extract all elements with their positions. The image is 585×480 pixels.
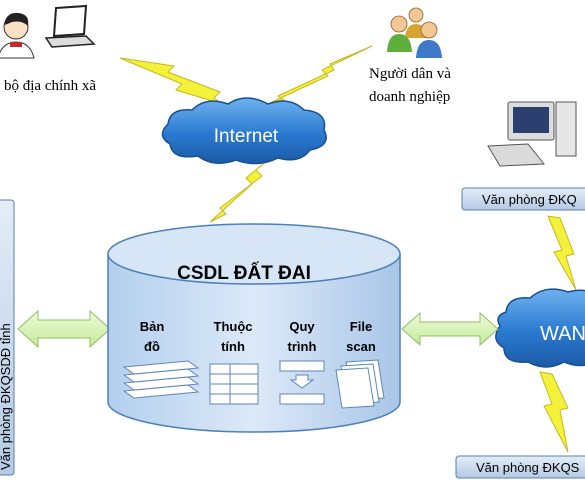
- internet-label: Internet: [214, 126, 279, 147]
- citizens-label-line2: doanh nghiệp: [369, 89, 450, 105]
- process-label-line2: trình: [288, 339, 317, 354]
- file-scan-label-line2: scan: [346, 339, 376, 354]
- wan-cloud: WAN: [495, 288, 585, 368]
- laptop-icon: [44, 4, 96, 48]
- provincial-office-node: Văn phòng ĐKQSDĐ tỉnh: [0, 199, 15, 476]
- link-wan-office-bottom: [539, 371, 569, 453]
- land-database-cylinder: CSDL ĐẤT ĐAI Bản đồ Thuộc tính Quy trình…: [107, 223, 401, 433]
- internet-cloud: Internet: [161, 97, 327, 165]
- link-internet-database: [209, 159, 269, 223]
- district-office-top-node: Văn phòng ĐKQ: [461, 187, 585, 211]
- map-label-line2: đồ: [144, 339, 160, 354]
- desktop-computer-icon: [487, 101, 577, 167]
- wan-label: WAN: [540, 323, 585, 345]
- citizens-label-line1: Người dân và: [369, 66, 451, 82]
- scanned-pages-icon: [335, 359, 385, 409]
- double-arrow-right: [401, 311, 499, 347]
- person-icon: [0, 12, 35, 59]
- database-title: CSDL ĐẤT ĐAI: [177, 262, 311, 284]
- map-label-line1: Bản: [140, 319, 165, 334]
- people-group-icon: [387, 7, 442, 58]
- attribute-label-line2: tính: [221, 339, 245, 354]
- link-official-internet: [119, 57, 223, 105]
- process-label-line1: Quy: [289, 319, 315, 334]
- district-office-top-label: Văn phòng ĐKQ: [482, 192, 577, 207]
- link-wan-office-top: [547, 215, 577, 291]
- attribute-label-line1: Thuộc: [214, 319, 253, 334]
- double-arrow-left: [17, 309, 111, 349]
- district-office-bottom-node: Văn phòng ĐKQS: [455, 455, 585, 479]
- file-scan-label-line1: File: [350, 319, 372, 334]
- commune-official-label: bộ địa chính xã: [4, 78, 96, 94]
- table-icon: [209, 363, 259, 405]
- district-office-bottom-label: Văn phòng ĐKQS: [476, 460, 580, 475]
- provincial-office-label: Văn phòng ĐKQSDĐ tỉnh: [0, 323, 13, 470]
- link-citizens-internet: [271, 45, 373, 103]
- process-flow-icon: [279, 360, 325, 405]
- stacked-layers-icon: [122, 360, 200, 399]
